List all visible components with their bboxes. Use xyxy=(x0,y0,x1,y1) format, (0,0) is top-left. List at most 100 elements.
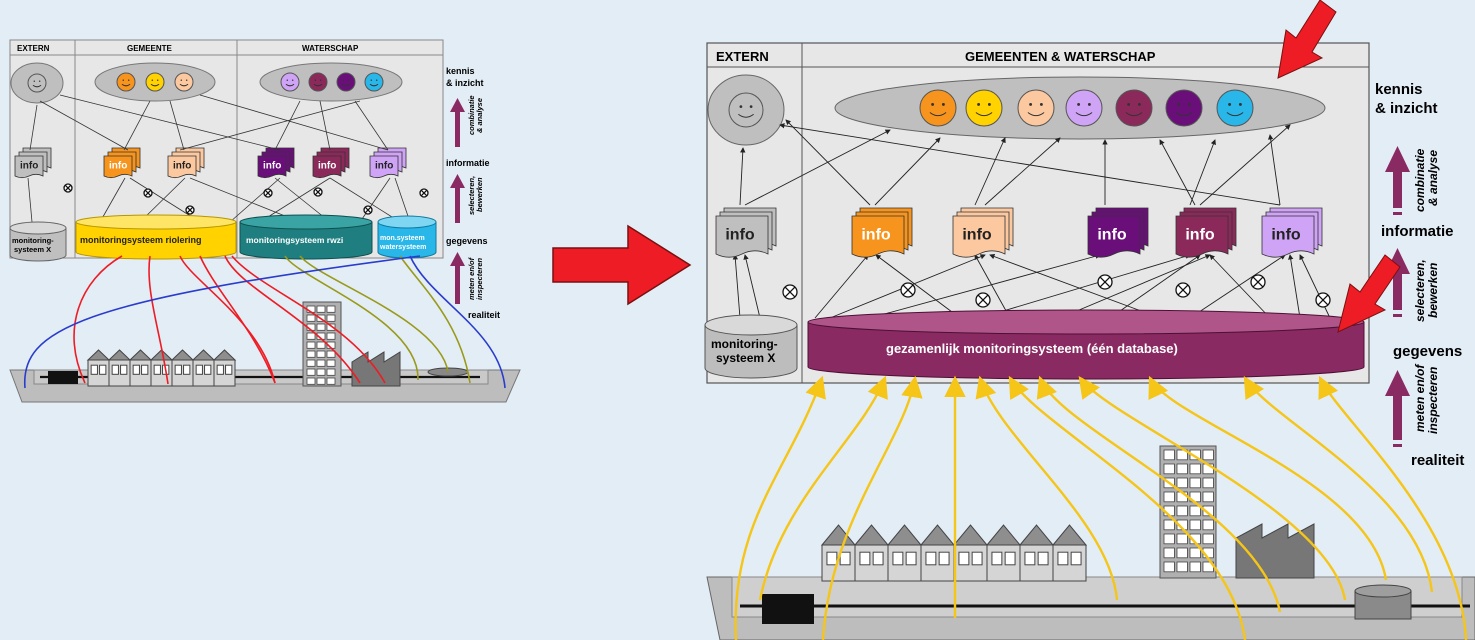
info-card: info xyxy=(1087,207,1149,258)
svg-text:realiteit: realiteit xyxy=(1411,452,1464,469)
smiley-face-icon xyxy=(27,73,47,93)
svg-text:bewerken: bewerken xyxy=(475,177,484,212)
right-db-x: monitoring- systeem X xyxy=(704,314,798,379)
red-pointer-arrow-db xyxy=(1337,254,1401,333)
smiley-face-icon xyxy=(364,72,384,92)
smiley-face-icon xyxy=(145,72,165,92)
svg-text:inspecteren: inspecteren xyxy=(475,257,484,300)
svg-text:selecteren,: selecteren, xyxy=(467,176,476,215)
left-header-waterschap: WATERSCHAP xyxy=(302,44,359,53)
info-card: info xyxy=(1261,207,1323,258)
svg-text:monitoring-: monitoring- xyxy=(12,236,54,245)
combine-symbol-icon xyxy=(419,188,429,198)
combine-symbol-icon xyxy=(1097,274,1113,290)
smiley-face-icon xyxy=(174,72,194,92)
right-connection-lines xyxy=(732,119,1331,319)
right-smiley-faces xyxy=(728,89,1254,128)
svg-text:mon.systeem: mon.systeem xyxy=(380,235,425,242)
smiley-face-icon xyxy=(308,72,328,92)
combine-symbol-icon xyxy=(143,188,153,198)
left-side-labels: kennis & inzicht combinatie & analyse in… xyxy=(446,66,500,320)
smiley-face-icon xyxy=(336,72,356,92)
smiley-face-icon xyxy=(1216,89,1254,127)
info-card: info xyxy=(851,207,913,258)
right-info-cards: info info info info info info xyxy=(715,207,1323,258)
info-card-label: info xyxy=(1097,227,1127,244)
info-card: info xyxy=(167,147,205,179)
svg-text:& analyse: & analyse xyxy=(475,98,484,133)
left-smiley-faces xyxy=(27,72,384,93)
smiley-face-icon xyxy=(728,92,764,128)
info-card-label: info xyxy=(20,160,38,171)
svg-text:& inzicht: & inzicht xyxy=(446,78,484,88)
info-card-label: info xyxy=(263,160,281,171)
svg-text:combinatie: combinatie xyxy=(1413,148,1427,212)
svg-text:gegevens: gegevens xyxy=(446,236,488,246)
house xyxy=(985,524,1022,582)
right-measurement-lines xyxy=(734,375,1468,640)
right-db-shared: gezamenlijk monitoringsysteem (één datab… xyxy=(807,309,1365,380)
combine-symbol-icon xyxy=(363,205,373,215)
info-card-label: info xyxy=(375,160,393,171)
house xyxy=(1051,524,1088,582)
info-card: info xyxy=(952,207,1014,258)
combine-symbol-icon xyxy=(63,183,73,193)
right-combine-symbols xyxy=(782,274,1331,308)
left-db-rwzi: monitoringsysteem rwzi xyxy=(239,214,373,260)
svg-text:combinatie: combinatie xyxy=(467,95,476,135)
svg-text:kennis: kennis xyxy=(446,66,475,76)
combine-symbol-icon xyxy=(263,188,273,198)
info-card: info xyxy=(14,147,52,179)
info-card-label: info xyxy=(962,227,992,244)
right-db-shared-label: gezamenlijk monitoringsysteem (één datab… xyxy=(886,341,1178,356)
left-db-rwzi-label: monitoringsysteem rwzi xyxy=(246,235,343,245)
svg-text:informatie: informatie xyxy=(446,158,490,168)
combine-symbol-icon xyxy=(782,284,798,300)
smiley-face-icon xyxy=(116,72,136,92)
info-card: info xyxy=(312,147,350,179)
smiley-face-icon xyxy=(280,72,300,92)
svg-text:inspecteren: inspecteren xyxy=(1426,367,1440,434)
info-card-label: info xyxy=(318,160,336,171)
svg-text:systeem X: systeem X xyxy=(14,245,51,254)
combine-symbol-icon xyxy=(1315,292,1331,308)
left-db-riolering-label: monitoringsysteem riolering xyxy=(80,235,202,245)
svg-text:selecteren,: selecteren, xyxy=(1413,259,1427,322)
svg-text:meten en/of: meten en/of xyxy=(467,256,476,300)
svg-text:gegevens: gegevens xyxy=(1393,343,1462,360)
info-card-label: info xyxy=(725,227,755,244)
house xyxy=(212,349,237,387)
left-waterschap-ellipse xyxy=(259,62,403,102)
combine-symbol-icon xyxy=(313,187,323,197)
smiley-face-icon xyxy=(965,89,1003,127)
svg-text:watersysteem: watersysteem xyxy=(379,244,426,251)
info-card-label: info xyxy=(173,160,191,171)
right-db-x-line1: monitoring- xyxy=(711,337,778,351)
left-db-x: monitoring- systeem X xyxy=(9,221,67,262)
left-city-scene xyxy=(9,301,521,403)
transition-arrow xyxy=(552,224,692,306)
smiley-face-icon xyxy=(1017,89,1055,127)
house xyxy=(149,349,174,387)
right-diagram: EXTERN GEMEENTEN & WATERSCHAP xyxy=(704,0,1475,640)
red-pointer-arrow-top xyxy=(1277,0,1337,79)
house xyxy=(886,524,923,582)
house xyxy=(128,349,153,387)
info-card-label: info xyxy=(1185,227,1215,244)
smiley-face-icon xyxy=(1065,89,1103,127)
house xyxy=(853,524,890,582)
info-card: info xyxy=(715,207,777,258)
svg-text:kennis: kennis xyxy=(1375,81,1423,98)
info-card-label: info xyxy=(1271,227,1301,244)
left-combine-symbols xyxy=(63,183,429,215)
info-card: info xyxy=(369,147,407,179)
combine-symbol-icon xyxy=(975,292,991,308)
left-db-water: mon.systeem watersysteem xyxy=(377,215,437,259)
info-card-label: info xyxy=(109,160,127,171)
house xyxy=(170,349,195,387)
right-side-labels: kennis & inzicht combinatie & analyse in… xyxy=(1375,81,1464,469)
right-db-x-line2: systeem X xyxy=(716,351,775,365)
house xyxy=(919,524,956,582)
combine-symbol-icon xyxy=(185,205,195,215)
